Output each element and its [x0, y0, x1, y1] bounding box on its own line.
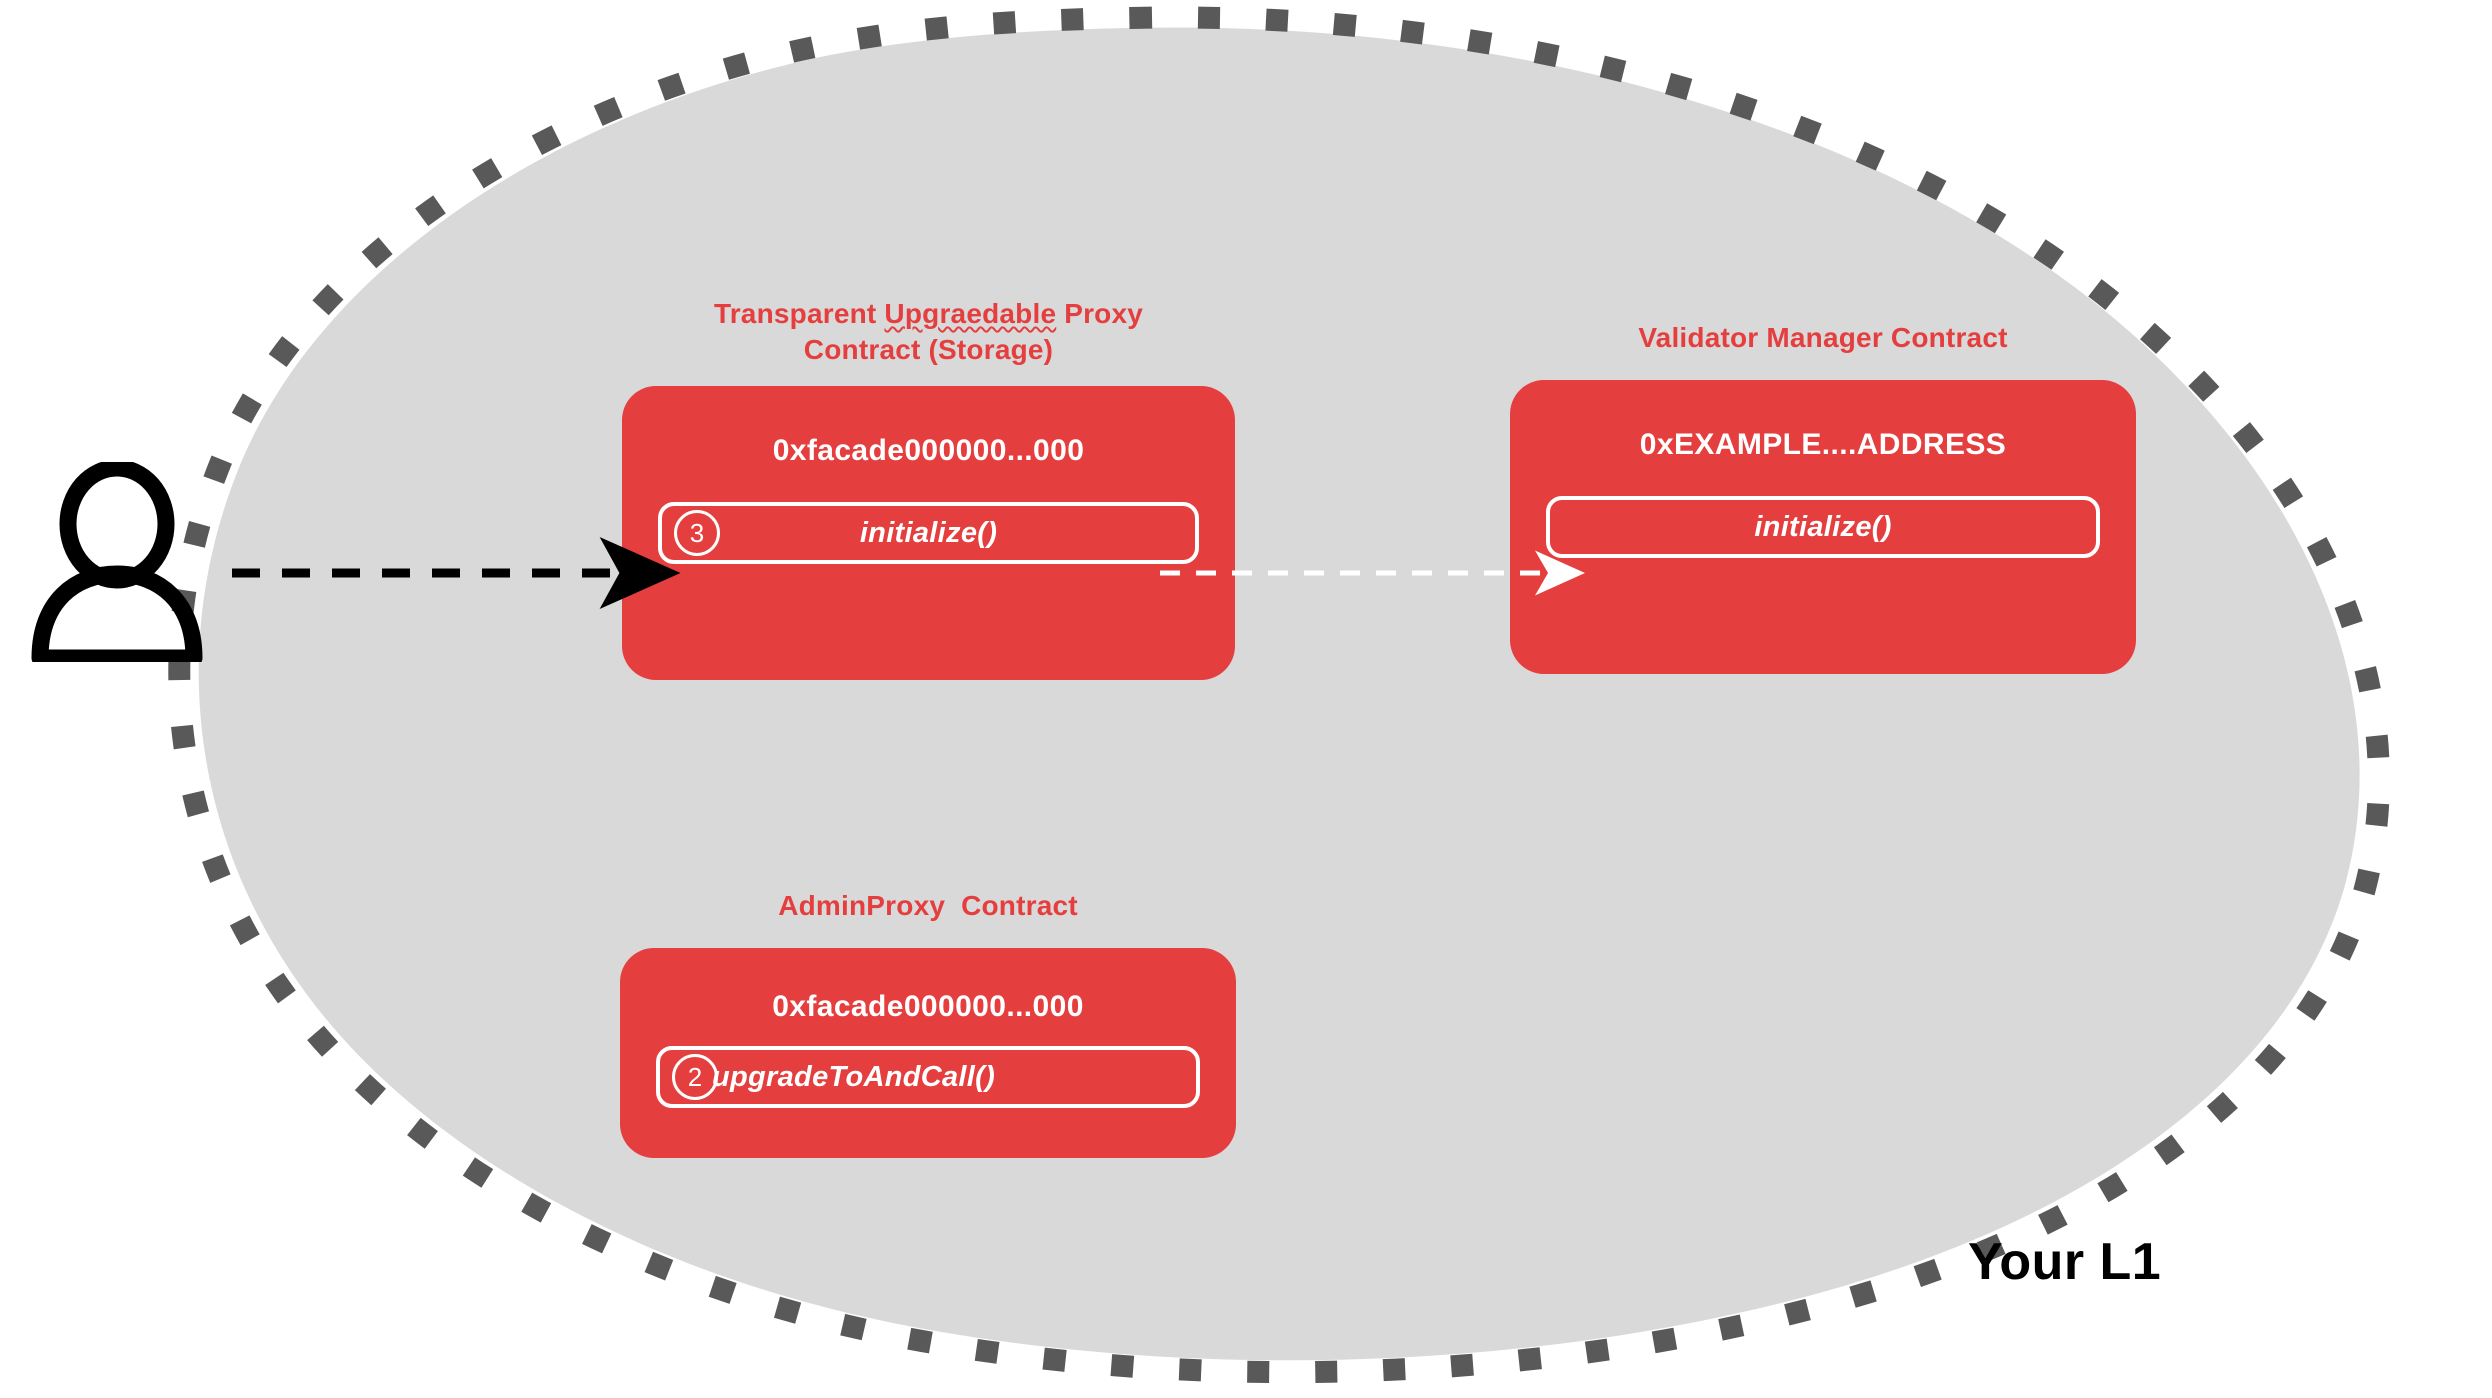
contract-address-admin-proxy: 0xfacade000000...000	[772, 990, 1084, 1023]
step-badge-3: 3	[674, 510, 720, 556]
boundary-fill	[198, 27, 2360, 1361]
method-initialize-validator-manager[interactable]: initialize()	[1546, 496, 2100, 558]
contract-title-validator-manager: Validator Manager Contract	[1638, 322, 2008, 353]
method-label-initialize: initialize()	[859, 516, 998, 549]
contract-box-admin-proxy[interactable]: 0xfacade000000...000 2 upgradeToAndCall(…	[620, 948, 1236, 1158]
contract-box-transparent-upgradeable-proxy[interactable]: 0xfacade000000...000 3 initialize()	[622, 386, 1235, 680]
contract-address-validator-manager: 0xEXAMPLE....ADDRESS	[1639, 428, 2007, 461]
boundary-dashed-outline	[168, 6, 2390, 1384]
step-badge-2: 2	[672, 1054, 718, 1100]
method-label-initialize: initialize()	[1754, 510, 1892, 543]
user-person-icon	[30, 459, 210, 667]
page-title-your-l1: Your L1	[1968, 1233, 2162, 1291]
contract-validator-manager: Validator Manager Contract 0xEXAMPLE....…	[1510, 320, 2136, 674]
method-label-upgrade-to-and-call: upgradeToAndCall()	[712, 1060, 996, 1093]
contract-admin-proxy: AdminProxy Contract 0xfacade000000...000…	[620, 888, 1236, 1158]
method-initialize-proxy[interactable]: 3 initialize()	[658, 502, 1199, 564]
misspelled-word: Upgraedable	[884, 298, 1057, 329]
contract-title-admin-proxy: AdminProxy Contract	[778, 890, 1078, 921]
contract-address-transparent-upgradeable-proxy: 0xfacade000000...000	[772, 434, 1085, 467]
method-upgrade-to-and-call[interactable]: 2 upgradeToAndCall()	[656, 1046, 1200, 1108]
contract-box-validator-manager[interactable]: 0xEXAMPLE....ADDRESS initialize()	[1510, 380, 2136, 674]
